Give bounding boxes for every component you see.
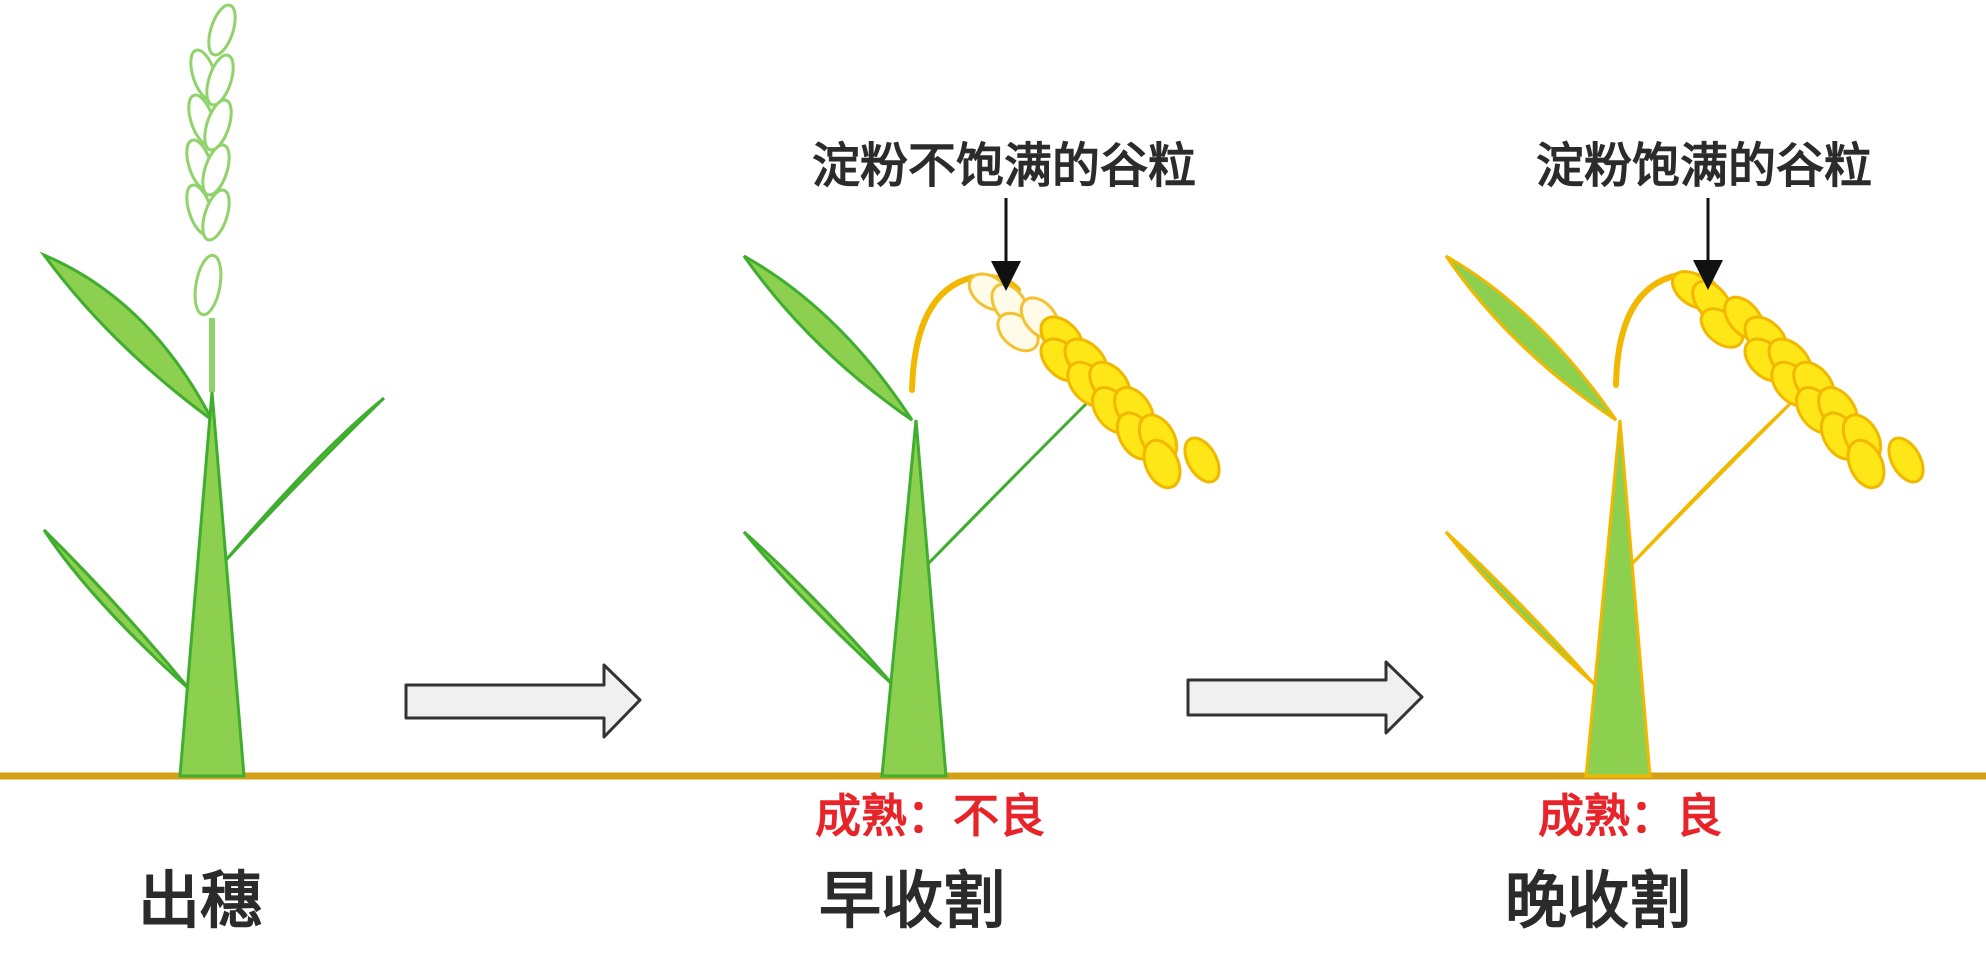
maturity-poor: 成熟：不良: [815, 789, 1045, 843]
stage-arrow-1: [404, 663, 642, 739]
stage-label-late-harvest: 晚收割: [1505, 864, 1691, 937]
pale-grain-ear: [185, 3, 237, 317]
plant-early-harvest: [742, 198, 1221, 778]
plant-heading: [39, 3, 386, 778]
maturity-good: 成熟：良: [1538, 789, 1722, 843]
callout-unfilled-grains: 淀粉不饱满的谷粒: [812, 138, 1196, 194]
stage-label-heading: 出穗: [138, 864, 262, 937]
plant-late-harvest: [1444, 198, 1925, 778]
yellow-grains: [1039, 315, 1221, 490]
filled-grains: [1671, 270, 1925, 490]
callout-filled-grains: 淀粉饱满的谷粒: [1536, 138, 1872, 194]
stage-label-early-harvest: 早收割: [819, 864, 1005, 937]
stage-arrow-2: [1186, 660, 1424, 735]
